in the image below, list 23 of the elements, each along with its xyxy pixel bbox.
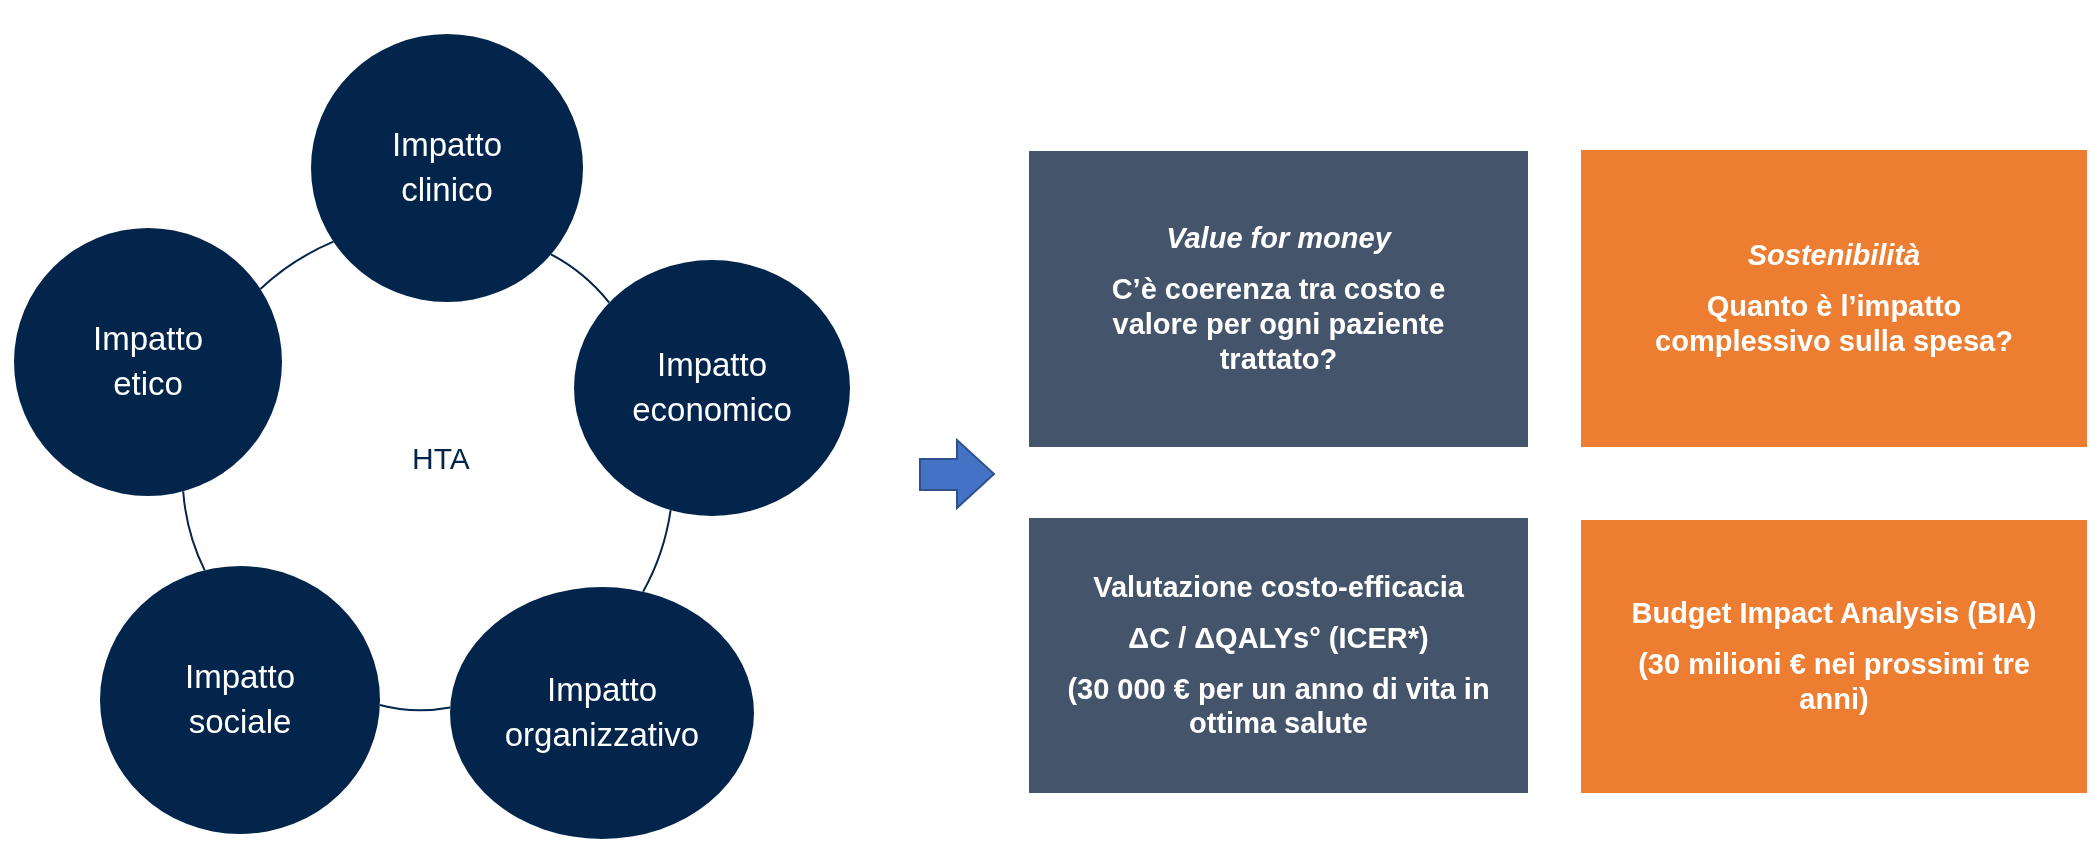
info-box bbox=[1581, 520, 2087, 793]
connector-line bbox=[259, 240, 335, 291]
connector-line bbox=[378, 704, 452, 712]
box-text: C’è coerenza tra costo e valore per ogni paziente trattato? bbox=[1110, 272, 1447, 377]
box-heading: Value for money bbox=[1166, 221, 1391, 257]
circle-label: Impatto economico bbox=[631, 345, 793, 430]
info-box bbox=[1029, 518, 1528, 793]
circle-label: Impatto sociale bbox=[183, 657, 297, 742]
circle-label: Impatto clinico bbox=[390, 125, 504, 210]
box-heading: Sostenibilità bbox=[1747, 238, 1921, 274]
box-heading: Valutazione costo-efficacia bbox=[1093, 569, 1464, 605]
connector-line bbox=[550, 253, 611, 304]
box-text: ΔC / ΔQALYs° (ICER*) bbox=[1128, 620, 1429, 656]
info-box bbox=[1029, 151, 1528, 447]
box-text: (30 milioni € nei prossimi tre anni) bbox=[1637, 647, 2031, 717]
connector-line bbox=[642, 509, 672, 593]
circle-label: Impatto organizzativo bbox=[503, 670, 701, 755]
circle-label: Impatto etico bbox=[91, 319, 205, 404]
box-heading: Budget Impact Analysis (BIA) bbox=[1631, 596, 2037, 632]
box-text: (30 000 € per un anno di vita in ottima salute bbox=[1066, 671, 1491, 742]
center-label: HTA bbox=[412, 442, 470, 476]
info-box bbox=[1581, 150, 2087, 447]
box-text: Quanto è l’impatto complessivo sulla spesa? bbox=[1654, 289, 2014, 359]
